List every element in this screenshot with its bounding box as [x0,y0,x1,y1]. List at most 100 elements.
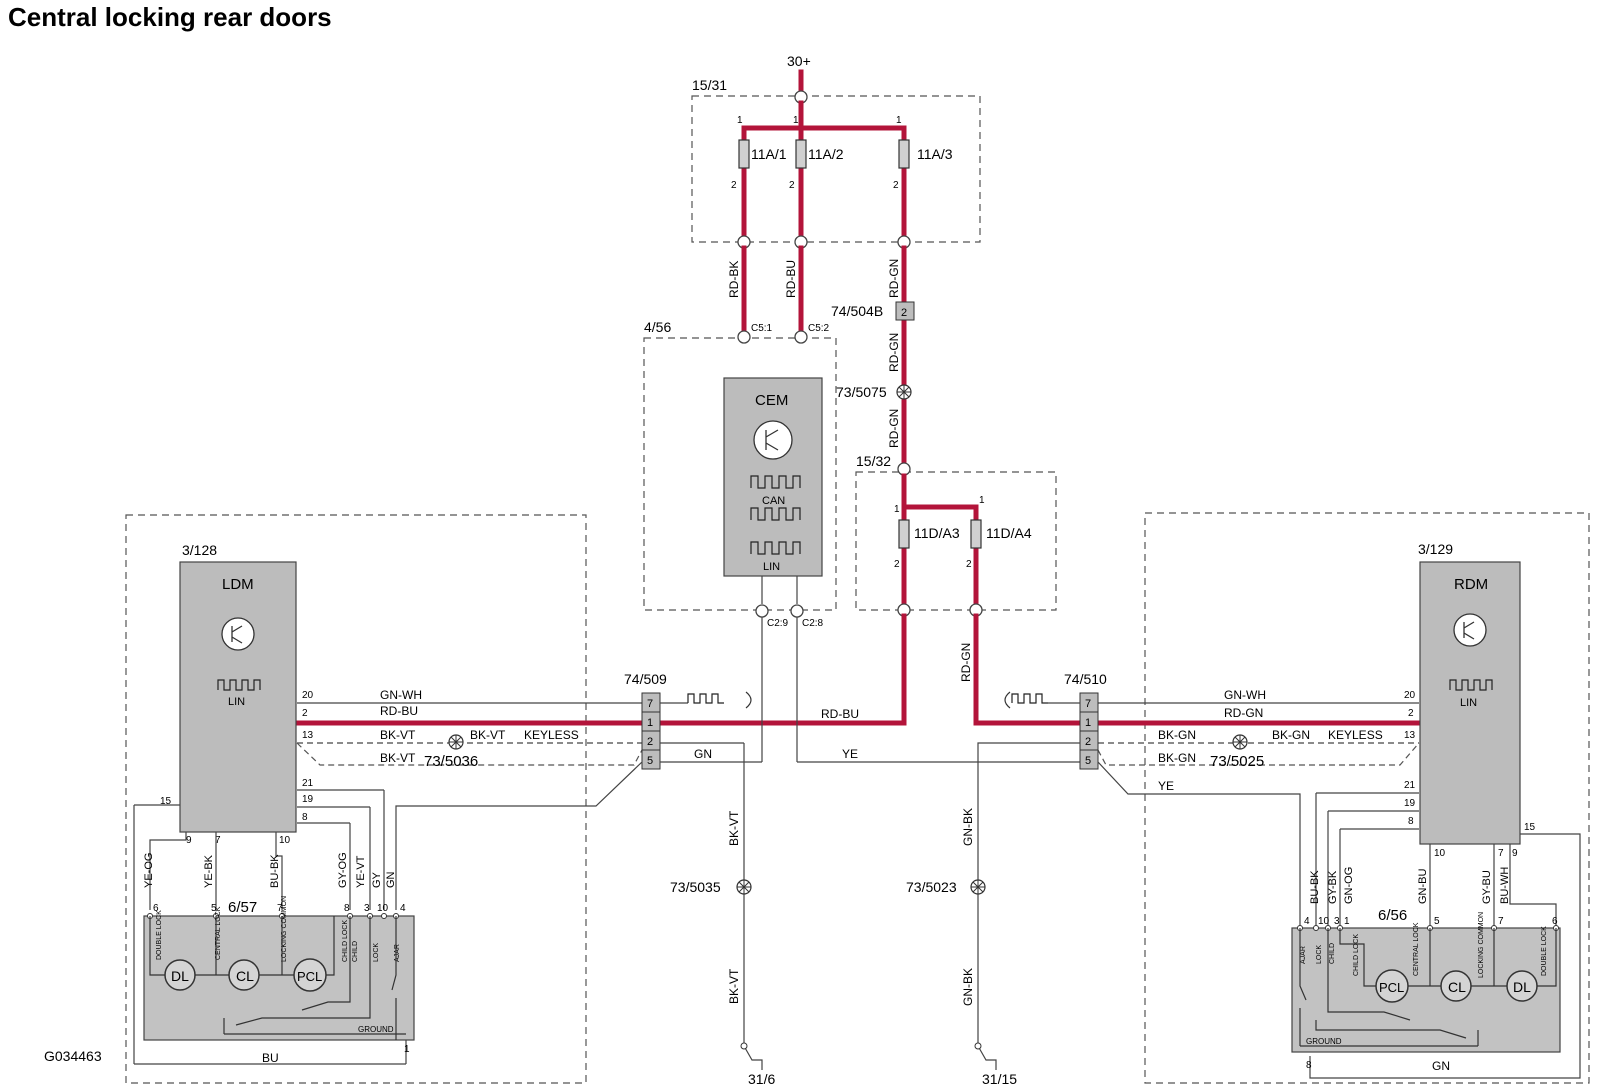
splice-label-73-5075: 73/5075 [836,384,887,400]
pin-label: 21 [1404,780,1416,791]
wire-label-ye-og: YE-OG [143,853,155,888]
cem-pin-c52 [794,330,808,344]
fuse-label-11d-a3: 11D/A3 [914,525,960,541]
pin-label: C2:9 [767,618,789,629]
connector-label-74-510: 74/510 [1064,671,1107,687]
wire-label-ye-bk: YE-BK [203,854,215,888]
lin-signal-icon [1449,679,1493,691]
pin-label: 2 [966,559,972,570]
unit-label: DOUBLE LOCK [1541,926,1548,976]
pin-label: C2:8 [802,618,824,629]
wire-label-gy: GY [371,871,383,888]
pin-label: 7 [1498,848,1504,859]
pin-label: 15 [160,796,172,807]
splice-label-73-5025: 73/5025 [1210,753,1264,770]
pin-label: 5 [647,755,653,767]
lock-unit-label-6-56: 6/56 [1378,907,1407,924]
pin-label: 2 [901,307,907,319]
pin-label: C5:2 [808,323,830,334]
pin-label: 9 [1512,848,1518,859]
fuse-11d-a3 [898,519,910,549]
unit-label: LOCK [1316,945,1323,964]
wire-label-bu-bk: BU-BK [269,854,281,888]
wire-label-rd-bu: RD-BU [784,260,798,298]
unit-label: AJAR [394,944,401,962]
diagram-title: Central locking rear doors [8,2,332,32]
rdm-box-outline [1144,512,1590,1084]
keyless-label-left: KEYLESS [524,728,579,742]
pin-label: 7 [647,698,653,710]
ground-label: GROUND [358,1025,394,1034]
lin-signal-icon [687,693,724,704]
pin-label: 20 [302,690,314,701]
unit-label: LOCK [373,943,380,962]
pin-label: 1 [1344,916,1350,927]
pin-label: 7 [215,835,221,846]
pin-label: 2 [1408,708,1414,719]
wire-label-bk-gn: BK-GN [1158,751,1196,765]
lin-signal-icon [750,541,801,555]
rdm-module [1419,561,1521,845]
lin-signal-icon [217,679,261,691]
wire-label-bk-vt: BK-VT [470,728,506,742]
transistor-icon [753,420,793,460]
motor-label: CL [236,968,254,984]
ground-label-31-15: 31/15 [982,1071,1017,1087]
ldm-module [179,561,297,833]
ldm-lin-label: LIN [228,696,245,708]
wire-label-bk-gn: GN-BK [961,808,975,846]
pin-label: 1 [647,717,653,729]
pin-label: 10 [1434,848,1446,859]
pin-label: 8 [1306,1060,1312,1071]
wire-label-gn-bk: GN-BK [961,968,975,1006]
unit-label: LOCKING COMMON [281,896,288,962]
pin-label: 4 [400,903,406,914]
pin-label: 4 [1304,916,1310,927]
splice-label-73-5035: 73/5035 [670,879,721,895]
supply-label: 30+ [787,53,811,69]
fuse-11d-a4 [970,519,982,549]
rdm-box-label: 3/129 [1418,541,1453,557]
pin-label: 1 [896,115,902,126]
wire-label-gy-bk: GY-BK [1327,870,1339,904]
pin-label: 6 [153,903,159,914]
wire-label-ye: YE [842,747,858,761]
pin-label: 2 [1085,736,1091,748]
fusebox-mid-label: 15/32 [856,453,891,469]
ldm-box-outline [125,514,587,1084]
ground-label: GROUND [1306,1037,1342,1046]
wire-label-bk-gn: BK-GN [1272,728,1310,742]
unit-label: AJAR [1300,946,1307,964]
wire-label-bk-gn: BK-GN [1158,728,1196,742]
can-signal-icon [750,475,801,489]
pin-label: 2 [731,180,737,191]
fuse-11a2 [795,139,807,169]
ground-label-31-6: 31/6 [748,1071,775,1087]
cem-lin-label: LIN [763,561,780,573]
unit-label: LOCKING COMMON [1478,912,1485,978]
unit-label: CHILD [352,941,359,962]
pin-label: 13 [1404,730,1416,741]
pin-label: 9 [186,835,192,846]
fuse-label-11a3: 11A/3 [917,146,953,162]
cem-pin-c51 [737,330,751,344]
unit-label: CHILD LOCK [1353,934,1360,976]
fuse-label-11a1: 11A/1 [751,146,787,162]
fusebox-mid-outline [855,471,1057,611]
wire-label-gn-wh: GN-WH [1224,688,1266,702]
ldm-label: LDM [222,576,254,593]
connector-label-74-504b: 74/504B [831,303,883,319]
cem-module [723,377,823,577]
pin-label: 19 [1404,798,1416,809]
pin-label: C5:1 [751,323,773,334]
unit-label: CHILD [1329,943,1336,964]
unit-label: CENTRAL LOCK [215,906,222,960]
pin-label: 8 [302,812,308,823]
pin-label: 7 [1085,698,1091,710]
can-signal-icon [750,507,801,521]
pin-label: 1 [793,115,799,126]
wire-label-ye: YE [1158,779,1174,793]
pin-label: 10 [1318,916,1330,927]
unit-label: CENTRAL LOCK [1413,922,1420,976]
